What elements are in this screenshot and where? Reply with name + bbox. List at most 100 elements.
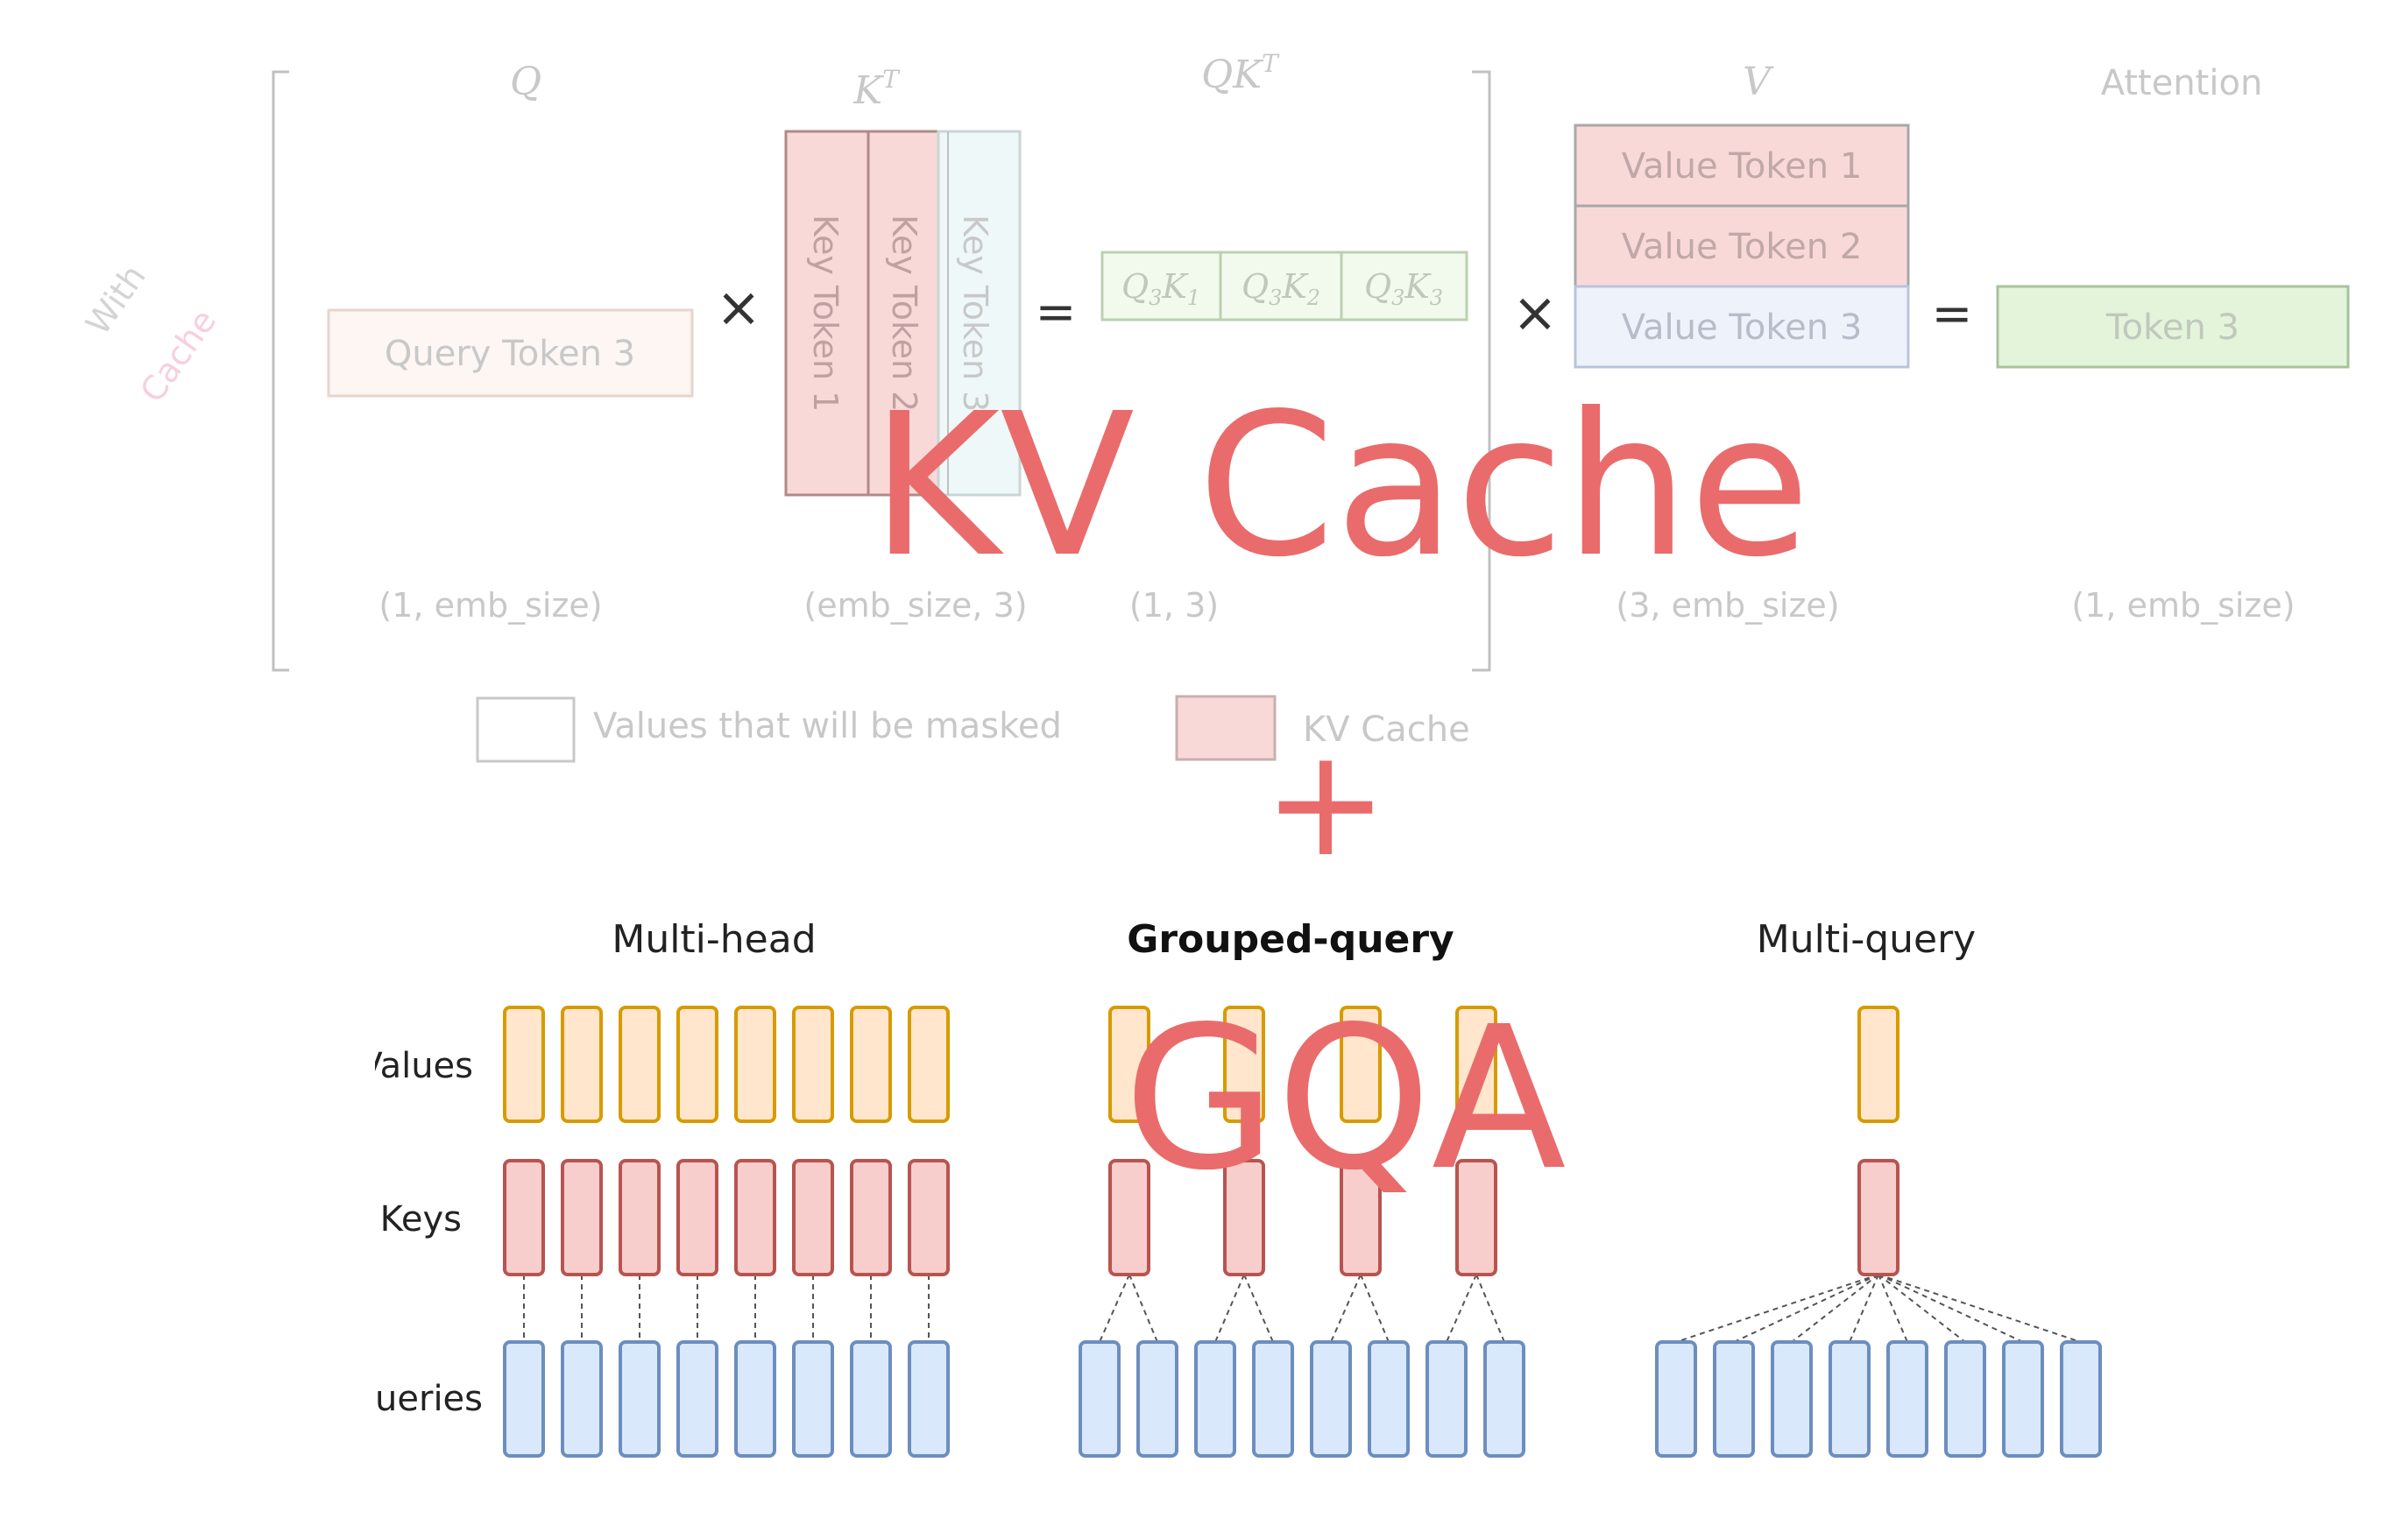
result-token-box	[1996, 285, 2350, 369]
multi-head-key-box	[503, 1159, 545, 1276]
multi-head-value-box	[676, 1006, 718, 1123]
multi-head-key-box	[792, 1159, 834, 1276]
right-bracket	[1472, 70, 1491, 672]
multi-head-value-box	[850, 1006, 892, 1123]
value-token-3-label: Value Token 3	[1622, 307, 1863, 348]
grouped-query-link	[1128, 1274, 1158, 1343]
multi-query-link	[1878, 1274, 1966, 1343]
multi-query-query-box	[1944, 1340, 1986, 1458]
multi-query-link	[1791, 1274, 1879, 1343]
grouped-query-query-box	[1425, 1340, 1468, 1458]
times-operator-2: ×	[1512, 280, 1558, 344]
multi-query-link	[1878, 1274, 2082, 1343]
qk-cell-3-label: Q3K3	[1364, 267, 1443, 310]
equals-operator-2: =	[1932, 286, 1973, 343]
qk-cell-1	[1100, 251, 1222, 321]
multi-query-query-box	[1886, 1340, 1928, 1458]
grouped-query-key-box	[1223, 1159, 1265, 1276]
dim-q: (1, emb_size)	[378, 586, 602, 625]
side-label-cache: Cache	[132, 302, 223, 409]
header-v: V	[1743, 60, 1774, 104]
key-token-1-box	[784, 130, 870, 497]
grouped-query-link	[1360, 1274, 1390, 1343]
multi-query-link	[1878, 1274, 1908, 1343]
left-bracket	[272, 70, 289, 672]
title-multi-head: Multi-head	[612, 917, 816, 962]
kv-cache-diagram: With Cache Q KT QKT V Attention Query To…	[78, 49, 2350, 763]
side-label-with: With	[78, 258, 153, 342]
row-label-keys: Keys	[380, 1199, 462, 1240]
dim-v: (3, emb_size)	[1616, 586, 1839, 625]
grouped-query-value-box	[1108, 1006, 1150, 1123]
multi-query-query-box	[1829, 1340, 1871, 1458]
grouped-query-key-box	[1455, 1159, 1497, 1276]
multi-head-query-box	[561, 1340, 603, 1458]
query-token-label: Query Token 3	[385, 334, 635, 374]
times-operator-1: ×	[716, 275, 761, 339]
left-crop-mask	[0, 1007, 375, 1463]
header-q: Q	[510, 60, 541, 104]
query-token-box	[327, 308, 694, 398]
multi-head-query-box	[850, 1340, 892, 1458]
multi-query-query-box	[1771, 1340, 1813, 1458]
key-token-2-box	[867, 130, 940, 497]
gqa-head-boxes	[503, 1006, 2102, 1458]
multi-query-link	[1733, 1274, 1879, 1343]
grouped-query-value-box	[1455, 1006, 1497, 1123]
grouped-query-link	[1099, 1274, 1130, 1343]
multi-query-link	[1849, 1274, 1879, 1343]
grouped-query-query-box	[1483, 1340, 1525, 1458]
grouped-query-key-box	[1340, 1159, 1382, 1276]
key-token-1-label: Key Token 1	[806, 215, 845, 412]
key-token-3-label: Key Token 3	[956, 215, 994, 412]
header-kt: KT	[852, 65, 901, 113]
multi-head-key-box	[619, 1159, 661, 1276]
multi-head-key-box	[850, 1159, 892, 1276]
legend-kv-cache-swatch	[1175, 695, 1277, 761]
row-label-values: Values	[358, 1046, 473, 1086]
multi-head-key-box	[908, 1159, 950, 1276]
key-token-2-label: Key Token 2	[885, 215, 923, 412]
multi-head-query-box	[676, 1340, 718, 1458]
multi-query-query-box	[1655, 1340, 1697, 1458]
dim-kt: (emb_size, 3)	[803, 586, 1027, 625]
key-token-3-box	[937, 130, 1022, 497]
grouped-query-query-box	[1136, 1340, 1178, 1458]
grouped-query-key-box	[1108, 1159, 1150, 1276]
multi-head-key-box	[676, 1159, 718, 1276]
grouped-query-query-box	[1079, 1340, 1121, 1458]
multi-query-query-box	[2002, 1340, 2044, 1458]
multi-head-value-box	[908, 1006, 950, 1123]
legend-kv-cache-label: KV Cache	[1303, 710, 1470, 750]
qk-cell-1-label: Q3K1	[1121, 267, 1200, 310]
header-attention: Attention	[2101, 63, 2263, 103]
gqa-diagram: Multi-head Grouped-query Multi-query Val…	[348, 917, 2102, 1458]
value-token-1-label: Value Token 1	[1622, 146, 1863, 187]
grouped-query-link	[1330, 1274, 1362, 1343]
grouped-query-query-box	[1252, 1340, 1294, 1458]
grouped-query-link	[1214, 1274, 1245, 1343]
grouped-query-value-box	[1340, 1006, 1382, 1123]
grouped-query-query-box	[1368, 1340, 1410, 1458]
multi-head-query-box	[619, 1340, 661, 1458]
multi-query-key-box	[1857, 1159, 1899, 1276]
header-qkt: QKT	[1201, 49, 1280, 97]
multi-query-link	[1878, 1274, 2024, 1343]
qk-cell-2	[1219, 251, 1343, 321]
qk-cell-2-label: Q3K2	[1242, 267, 1320, 310]
multi-head-value-box	[734, 1006, 776, 1123]
multi-head-value-box	[792, 1006, 834, 1123]
multi-query-query-box	[2060, 1340, 2102, 1458]
multi-head-key-box	[734, 1159, 776, 1276]
title-multi-query: Multi-query	[1757, 917, 1976, 962]
multi-head-query-box	[734, 1340, 776, 1458]
result-token-label: Token 3	[2105, 307, 2239, 348]
grouped-query-value-box	[1223, 1006, 1265, 1123]
value-token-3-box	[1574, 285, 1910, 369]
overlay-title-gqa: GQA	[1123, 985, 1566, 1214]
grouped-query-link	[1243, 1274, 1274, 1343]
grouped-query-query-box	[1310, 1340, 1352, 1458]
multi-head-value-box	[561, 1006, 603, 1123]
multi-head-query-box	[908, 1340, 950, 1458]
